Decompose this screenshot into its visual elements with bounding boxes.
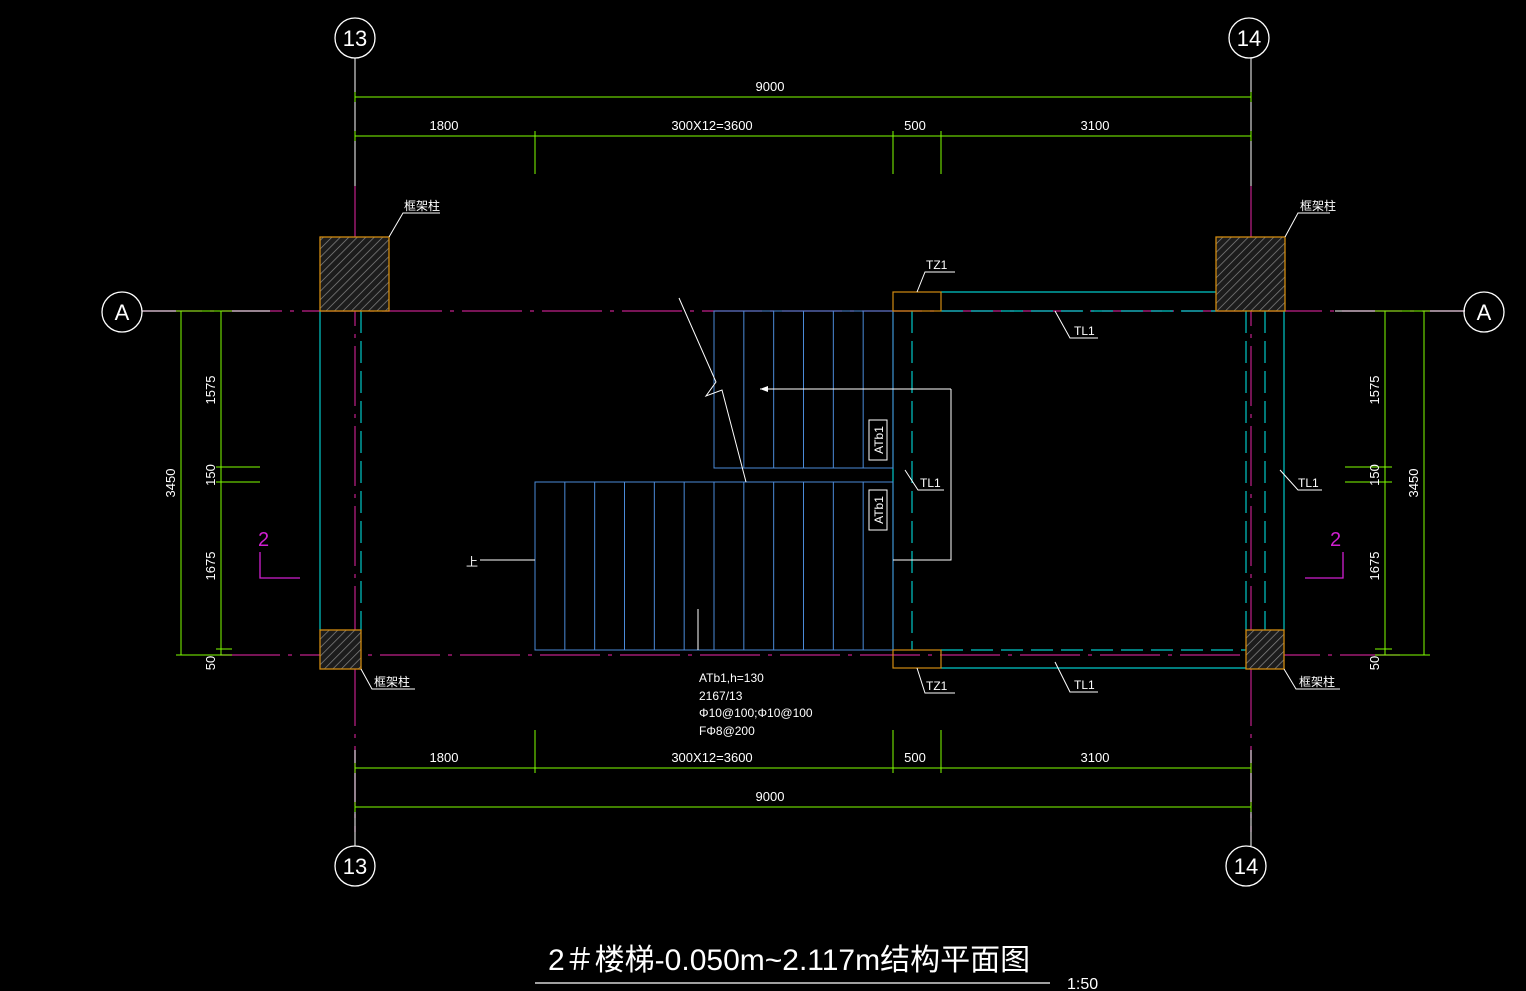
dim-left-seg-1: 1575 — [203, 376, 218, 405]
stair-note-line-3: Φ10@100;Φ10@100 — [699, 706, 813, 720]
tz1-column-top — [892, 291, 942, 312]
dim-bottom-seg-3: 500 — [904, 750, 926, 765]
label-tz1-top: TZ1 — [926, 258, 948, 272]
stair-note-line-1: ATb1,h=130 — [699, 671, 764, 685]
frame-column-bottom-left — [319, 629, 362, 670]
label-tl1-top: TL1 — [1074, 324, 1095, 338]
dim-bottom-seg-1: 1800 — [430, 750, 459, 765]
beams — [319, 291, 1285, 669]
axis-label-13: 13 — [343, 854, 367, 879]
atb1-text: ATb1 — [872, 426, 886, 454]
section-mark-right: 2 — [1305, 529, 1344, 579]
dimensions-top — [354, 92, 1252, 174]
axis-label-13: 13 — [343, 26, 367, 51]
dimensions-left — [176, 310, 260, 656]
dim-top-total: 9000 — [756, 79, 785, 94]
label-frame-column-tl: 框架柱 — [404, 198, 440, 213]
axis-bubble-13-bottom: 13 — [334, 845, 376, 887]
frame-column-top-right — [1215, 236, 1286, 312]
section-mark-left: 2 — [258, 529, 300, 579]
dim-right-total: 3450 — [1406, 469, 1421, 498]
drawing-title: 2＃楼梯-0.050m~2.117m结构平面图 — [548, 944, 1030, 977]
atb1-label-upper: ATb1 — [868, 419, 888, 461]
axis-bubble-14-bottom: 14 — [1225, 845, 1267, 887]
axis-label-14: 14 — [1237, 26, 1261, 51]
leader-lines — [360, 212, 1340, 694]
axis-label-A: A — [115, 300, 130, 325]
dim-right-seg-4: 50 — [1367, 656, 1382, 670]
axis-bubble-A-left: A — [101, 291, 143, 333]
dim-top-seg-3: 500 — [904, 118, 926, 133]
dim-left-seg-4: 50 — [203, 656, 218, 670]
dim-bottom-total: 9000 — [756, 789, 785, 804]
frame-column-bottom-right — [1245, 629, 1285, 670]
label-tl1-bottom: TL1 — [1074, 678, 1095, 692]
dim-left-seg-2: 150 — [203, 464, 218, 486]
label-tz1-bottom: TZ1 — [926, 679, 948, 693]
dim-top-seg-1: 1800 — [430, 118, 459, 133]
label-frame-column-br: 框架柱 — [1299, 674, 1335, 689]
stair-treads — [564, 311, 864, 650]
axis-label-A: A — [1477, 300, 1492, 325]
dim-top-seg-2: 300X12=3600 — [671, 118, 752, 133]
section-mark-text: 2 — [1330, 529, 1341, 551]
dim-bottom-seg-2: 300X12=3600 — [671, 750, 752, 765]
section-mark-text: 2 — [258, 529, 269, 551]
label-frame-column-bl: 框架柱 — [374, 674, 410, 689]
atb1-label-lower: ATb1 — [868, 489, 888, 531]
break-line — [678, 297, 747, 483]
stair-direction-arrow — [697, 388, 952, 650]
stair-note-line-2: 2167/13 — [699, 689, 743, 703]
dim-bottom-seg-4: 3100 — [1081, 750, 1110, 765]
dim-left-total: 3450 — [163, 469, 178, 498]
axis-bubble-A-right: A — [1463, 291, 1505, 333]
frame-column-top-left — [319, 236, 390, 312]
label-frame-column-tr: 框架柱 — [1300, 198, 1336, 213]
dim-top-seg-4: 3100 — [1081, 118, 1110, 133]
axis-bubble-14-top: 14 — [1228, 17, 1270, 59]
atb1-text: ATb1 — [872, 496, 886, 524]
dim-left-seg-3: 1675 — [203, 552, 218, 581]
dimensions-right — [1345, 310, 1430, 656]
dim-right-seg-2: 150 — [1367, 464, 1382, 486]
tz1-column-bottom — [892, 649, 942, 669]
dimensions-bottom — [354, 730, 1252, 812]
label-tl1-right: TL1 — [1298, 476, 1319, 490]
dim-right-seg-1: 1575 — [1367, 376, 1382, 405]
axis-label-14: 14 — [1234, 854, 1258, 879]
up-mark: 上 — [466, 555, 478, 569]
axis-bubble-13-top: 13 — [334, 17, 376, 59]
drawing-scale: 1:50 — [1067, 976, 1098, 991]
arrow-head — [760, 386, 768, 392]
label-tl1-middle: TL1 — [920, 476, 941, 490]
dim-right-seg-3: 1675 — [1367, 552, 1382, 581]
stair-note-line-4: FΦ8@200 — [699, 724, 755, 738]
